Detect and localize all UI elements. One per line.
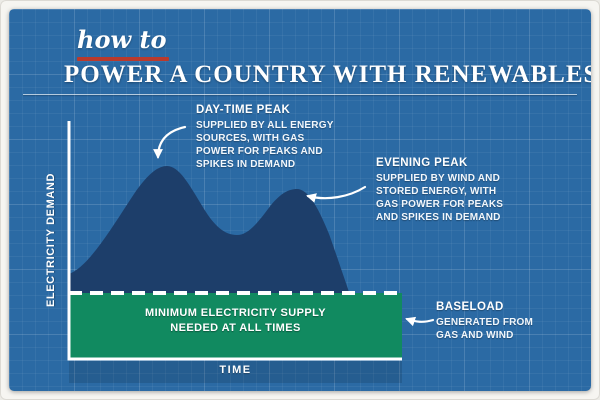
arrow-to-daytime-peak-icon (153, 125, 187, 159)
arrow-to-evening-peak-icon (306, 185, 367, 203)
demand-chart (67, 121, 435, 383)
baseload-box-line: NEEDED AT ALL TIMES (170, 322, 301, 334)
annotation-line: SUPPLIED BY WIND AND (376, 173, 501, 184)
arrow-to-baseload-icon (405, 316, 435, 327)
annotation-line: AND SPIKES IN DEMAND (376, 212, 501, 223)
annotation-line: POWER FOR PEAKS AND (196, 146, 323, 157)
page-title: POWER A COUNTRY WITH RENEWABLES (64, 61, 591, 88)
annotation-baseload: BASELOAD GENERATED FROM GAS AND WIND (436, 301, 533, 342)
y-axis-label: ELECTRICITY DEMAND (45, 172, 57, 308)
annotation-line: GAS AND WIND (436, 330, 514, 341)
annotation-line: STORED ENERGY, WITH (376, 186, 497, 197)
annotation-line: SPIKES IN DEMAND (196, 159, 296, 170)
x-axis-band (69, 361, 402, 383)
baseload-area (70, 293, 402, 358)
header-divider (23, 94, 577, 95)
annotation-baseload-title: BASELOAD (436, 301, 504, 313)
annotation-evening-peak: EVENING PEAK SUPPLIED BY WIND AND STORED… (376, 157, 503, 224)
annotation-daytime-title: DAY-TIME PEAK (196, 104, 291, 116)
baseload-box-text: MINIMUM ELECTRICITY SUPPLY NEEDED AT ALL… (69, 306, 402, 336)
baseload-box-line: MINIMUM ELECTRICITY SUPPLY (145, 307, 326, 319)
blueprint-card: how to POWER A COUNTRY WITH RENEWABLES E… (9, 9, 591, 391)
annotation-line: SOURCES, WITH GAS (196, 133, 305, 144)
kicker-underline (77, 57, 169, 61)
annotation-line: GAS POWER FOR PEAKS (376, 199, 504, 210)
kicker-text: how to (77, 25, 167, 54)
annotation-line: GENERATED FROM (436, 317, 534, 328)
x-axis-label: TIME (219, 364, 252, 376)
annotation-line: SUPPLIED BY ALL ENERGY (196, 120, 334, 131)
annotation-daytime-peak: DAY-TIME PEAK SUPPLIED BY ALL ENERGY SOU… (196, 104, 334, 171)
annotation-evening-title: EVENING PEAK (376, 157, 468, 169)
